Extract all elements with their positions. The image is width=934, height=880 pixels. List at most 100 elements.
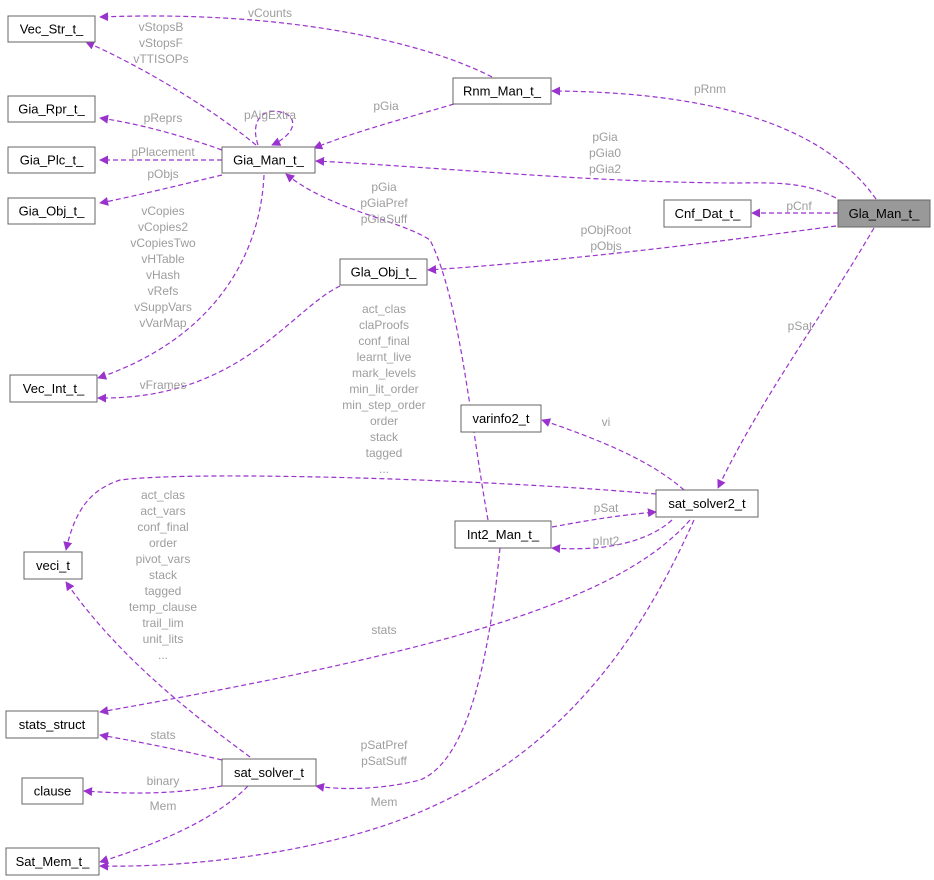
edge-vcounts [99,12,493,78]
edge-label-paig-extra: pAigExtra [244,108,296,122]
edge-veci-sat2 [63,475,657,551]
edge-label-line: pGia [373,99,399,113]
edge-label-pint2: pInt2 [593,534,620,548]
node-label: Gia_Obj_t_ [19,204,86,219]
edge-stats-sat2 [99,519,691,716]
edge-label-line: vCounts [248,6,292,20]
edge-label-preprs: pReprs [144,111,183,125]
node-gia-obj-left[interactable]: Gia_Obj_t_ [7,197,96,225]
node-label: sat_solver_t [234,765,304,780]
edge-vcopies [97,174,265,380]
edge-label-binary: binary [147,774,180,788]
edge-label-line: vTTISOPs [133,52,188,66]
edge-label-pobjs: pObjs [147,167,178,181]
edge-psat-int2 [551,508,657,528]
edge-label-psat-int2: pSat [594,501,619,515]
edge-label-line: pSatSuff [361,754,407,768]
node-gia-man[interactable]: Gia_Man_t_ [221,146,316,174]
node-sat-mem[interactable]: Sat_Mem_t_ [5,847,100,876]
edge-label-line: pPlacement [131,145,195,159]
edge-label-vi: vi [602,415,611,429]
edge-label-line: pivot_vars [136,552,191,566]
edge-label-line: temp_clause [129,600,197,614]
edge-label-line: trail_lim [142,616,183,630]
edge-vstops [85,41,257,146]
edge-label-line: act_clas [141,488,185,502]
node-varinfo2[interactable]: varinfo2_t [460,404,542,433]
edge-label-pcnf: pCnf [786,199,812,213]
edge-psatpref [315,547,501,792]
edge-label-line: vSuppVars [134,300,192,314]
edge-label-line: pAigExtra [244,108,296,122]
node-vec-int[interactable]: Vec_Int_t_ [9,374,98,403]
edge-label-line: vCopies [141,204,184,218]
edge-veci-sat [65,581,251,758]
edge-label-line: pReprs [144,111,183,125]
edge-label-line: min_step_order [342,398,425,412]
edge-label-line: stack [370,430,399,444]
node-label: veci_t [36,558,70,573]
edge-label-line: pSatPref [361,738,408,752]
edge-label-line: Mem [150,799,177,813]
edge-label-line: pGia2 [589,162,621,176]
edge-label-line: ... [379,462,389,476]
edge-vframes [97,285,341,403]
edge-label-pgia-int2: pGia pGiaPref pGiaSuff [360,180,408,226]
node-stats-struct[interactable]: stats_struct [5,710,99,739]
edge-label-line: pGiaSuff [361,212,408,226]
edge-label-mem-sat2: Mem [371,795,398,809]
edge-psat [717,227,875,489]
node-gla-obj[interactable]: Gla_Obj_t_ [339,258,428,286]
node-clause[interactable]: clause [21,777,84,805]
edge-label-line: stack [149,568,178,582]
node-sat-solver[interactable]: sat_solver_t [221,758,317,787]
node-label: Gia_Man_t_ [233,153,305,168]
edge-label-line: claProofs [359,318,409,332]
edge-label-mem-sat: Mem [150,799,177,813]
node-label: Gla_Man_t_ [849,206,921,221]
edge-label-line: pGia0 [589,146,621,160]
edge-label-line: pInt2 [593,534,620,548]
node-gia-rpr[interactable]: Gia_Rpr_t_ [7,95,96,123]
edge-label-prnm: pRnm [694,82,726,96]
edge-label-line: vCopiesTwo [130,236,196,250]
edge-label-line: act_vars [140,504,185,518]
edge-label-line: pSat [594,501,619,515]
edge-preprs [99,114,223,151]
edge-vi [541,418,685,491]
edge-label-line: act_clas [362,302,406,316]
node-label: Cnf_Dat_t_ [675,206,742,221]
node-label: Sat_Mem_t_ [16,854,90,869]
node-cnf-dat[interactable]: Cnf_Dat_t_ [663,199,752,228]
edge-label-line: ... [158,648,168,662]
edge-label-line: tagged [366,446,403,460]
node-int2-man[interactable]: Int2_Man_t_ [454,520,552,549]
edge-label-psatpref: pSatPref pSatSuff [361,738,408,768]
edge-label-line: pGiaPref [360,196,408,210]
edge-mem-sat [99,785,249,864]
node-veci[interactable]: veci_t [23,551,83,580]
edge-label-line: conf_final [358,334,409,348]
node-sat-solver2[interactable]: sat_solver2_t [655,489,759,518]
edge-label-line: pCnf [786,199,812,213]
edge-label-line: pGia [371,180,397,194]
node-vec-str[interactable]: Vec_Str_t_ [7,15,96,43]
edge-label-line: vStopsF [139,36,183,50]
edge-label-line: vRefs [148,284,179,298]
node-label: Gia_Plc_t_ [20,153,84,168]
node-gia-plc[interactable]: Gia_Plc_t_ [7,146,96,174]
edge-label-line: pRnm [694,82,726,96]
node-label: Vec_Int_t_ [23,381,85,396]
edge-label-line: tagged [145,584,182,598]
node-gla-man[interactable]: Gla_Man_t_ [837,199,931,228]
edge-binary [83,785,223,797]
node-label: Rnm_Man_t_ [463,84,542,99]
node-rnm-man[interactable]: Rnm_Man_t_ [452,77,552,105]
node-label: clause [34,784,72,799]
edge-label-line: stats [150,728,175,742]
